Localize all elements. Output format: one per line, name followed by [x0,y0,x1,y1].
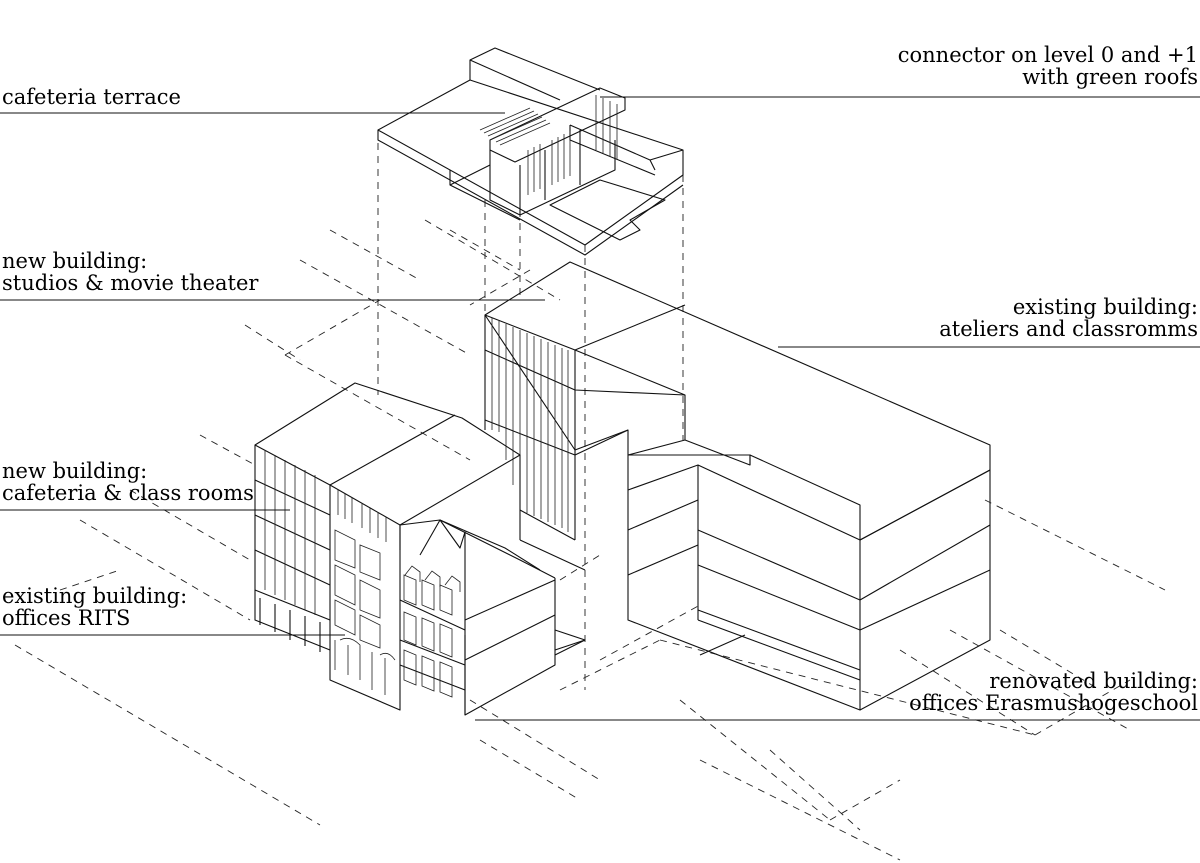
label-text-line1: new building: [2,249,148,273]
leader-lines [0,96,1200,721]
label-text: cafeteria terrace [2,85,181,109]
label-text-line1: new building: [2,459,148,483]
label-text-line2: offices Erasmushogeschool [909,691,1198,715]
label-text-line1: renovated building: [989,669,1198,693]
ateliers-building [627,454,991,711]
label-connector: connector on level 0 and +1 with green r… [898,44,1198,88]
label-text-line2: ateliers and classromms [939,317,1198,341]
label-new-building-cafeteria: new building: cafeteria & class rooms [2,460,254,504]
projection-dashed-lines [377,130,684,690]
label-text-line2: offices RITS [2,606,131,630]
ground-connector [519,539,586,651]
label-renovated-building: renovated building: offices Erasmushoges… [909,670,1198,714]
label-text-line2: cafeteria & class rooms [2,481,254,505]
label-text-line1: connector on level 0 and +1 [897,43,1198,67]
label-text-line2: with green roofs [1022,65,1198,89]
label-text-line1: existing building: [2,584,188,608]
label-text-line1: existing building: [1012,295,1198,319]
connector-roof [377,47,684,256]
label-cafeteria-terrace: cafeteria terrace [2,86,181,108]
label-text-line2: studios & movie theater [2,271,259,295]
label-existing-building-ateliers: existing building: ateliers and classrom… [939,296,1198,340]
studios-building [484,261,991,541]
label-new-building-studios: new building: studios & movie theater [2,250,258,294]
cafeteria-building [254,382,521,652]
rits-building [329,519,586,716]
label-existing-building-rits: existing building: offices RITS [2,585,187,629]
